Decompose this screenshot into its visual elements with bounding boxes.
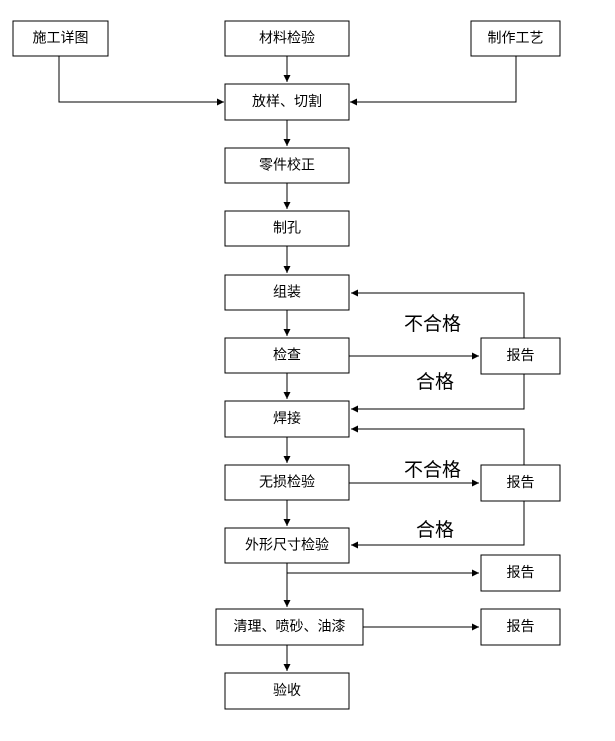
edge-report-2-fail-to-welding — [351, 425, 525, 465]
node-report-1: 报告 — [480, 337, 561, 375]
svg-text:材料检验: 材料检验 — [259, 31, 315, 47]
svg-text:清理、喷砂、油漆: 清理、喷砂、油漆 — [234, 619, 346, 635]
svg-text:施工详图: 施工详图 — [33, 31, 89, 47]
svg-text:零件校正: 零件校正 — [259, 157, 315, 174]
node-layout-cutting: 放样、切割 — [224, 83, 350, 121]
edge-process-to-cutting — [350, 56, 517, 106]
label-fail-1: 不合格 — [404, 313, 461, 335]
svg-text:焊接: 焊接 — [273, 410, 301, 427]
edge-report-1-pass-to-welding — [351, 374, 525, 413]
svg-text:制孔: 制孔 — [273, 221, 301, 237]
label-pass-2: 合格 — [416, 519, 454, 541]
node-acceptance: 验收 — [224, 672, 350, 710]
edge-report-2-pass-to-dimension — [351, 501, 525, 549]
node-welding: 焊接 — [224, 400, 350, 438]
svg-text:外形尺寸检验: 外形尺寸检验 — [245, 538, 329, 554]
edge-report-1-fail-to-assembly — [351, 289, 525, 338]
node-inspection: 检查 — [224, 337, 350, 374]
node-detail-drawing: 施工详图 — [12, 20, 109, 57]
node-material-inspection: 材料检验 — [224, 20, 350, 57]
label-fail-2: 不合格 — [404, 459, 461, 481]
node-report-3: 报告 — [480, 554, 561, 592]
node-report-4: 报告 — [480, 608, 561, 646]
node-part-correction: 零件校正 — [224, 147, 350, 184]
svg-text:组装: 组装 — [273, 285, 301, 301]
node-cleaning-blasting-painting: 清理、喷砂、油漆 — [215, 608, 364, 646]
svg-text:报告: 报告 — [507, 475, 535, 491]
svg-text:报告: 报告 — [507, 619, 535, 635]
node-ndt-inspection: 无损检验 — [224, 464, 350, 501]
node-assembly: 组装 — [224, 274, 350, 311]
svg-text:放样、切割: 放样、切割 — [252, 93, 322, 110]
svg-text:检查: 检查 — [273, 348, 301, 364]
edge-drawing-to-cutting — [58, 56, 224, 106]
node-fabrication-process: 制作工艺 — [470, 20, 561, 57]
node-drilling: 制孔 — [224, 210, 350, 247]
svg-text:制作工艺: 制作工艺 — [488, 31, 544, 47]
connectors — [58, 56, 525, 671]
svg-text:报告: 报告 — [507, 565, 535, 581]
svg-text:无损检验: 无损检验 — [259, 475, 315, 491]
svg-text:报告: 报告 — [507, 348, 535, 364]
svg-text:验收: 验收 — [273, 683, 301, 699]
label-pass-1: 合格 — [416, 371, 454, 393]
node-dimension-inspection: 外形尺寸检验 — [224, 527, 350, 564]
node-report-2: 报告 — [480, 464, 561, 502]
